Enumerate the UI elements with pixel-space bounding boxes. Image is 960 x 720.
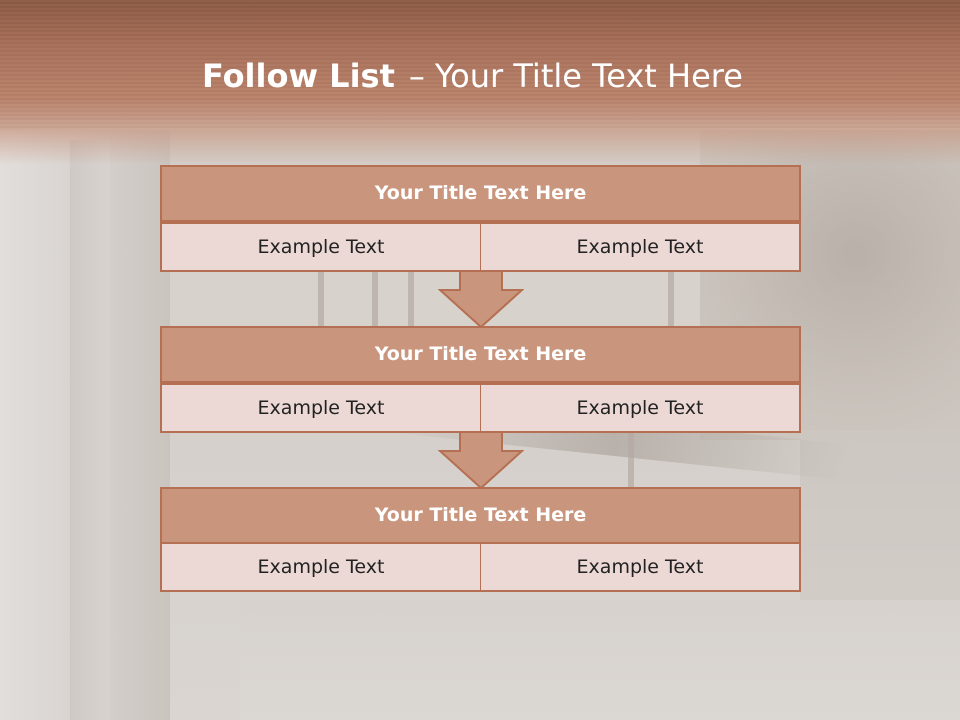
stage-title: Your Title Text Here <box>160 165 801 222</box>
wall-edge-shadow <box>70 140 110 720</box>
header-band <box>0 0 960 165</box>
down-arrow-icon <box>438 431 524 489</box>
rebar <box>408 270 414 330</box>
concrete-block-right <box>800 430 960 630</box>
slide-title-bold: Follow List <box>202 57 395 95</box>
stage-cell-right: Example Text <box>480 542 801 592</box>
stage-cell-left: Example Text <box>160 383 481 433</box>
header-texture <box>0 0 960 130</box>
slide-title: Follow List–Your Title Text Here <box>202 56 743 96</box>
rebar <box>668 270 674 330</box>
stage-row: Example Text Example Text <box>160 222 801 272</box>
stage-cell-right: Example Text <box>480 222 801 272</box>
stage-cell-left: Example Text <box>160 222 481 272</box>
stage-row: Example Text Example Text <box>160 383 801 433</box>
slide-title-separator: – <box>408 57 425 95</box>
rebar <box>628 430 634 490</box>
concrete-block-bottom <box>240 600 960 720</box>
rebar <box>318 270 324 330</box>
slide-title-rest: Your Title Text Here <box>434 57 743 95</box>
rebar <box>372 265 378 330</box>
stage-cell-left: Example Text <box>160 542 481 592</box>
down-arrow-icon <box>438 270 524 328</box>
stage-title: Your Title Text Here <box>160 326 801 383</box>
stage-row: Example Text Example Text <box>160 542 801 592</box>
stage-title: Your Title Text Here <box>160 487 801 544</box>
stage-cell-right: Example Text <box>480 383 801 433</box>
